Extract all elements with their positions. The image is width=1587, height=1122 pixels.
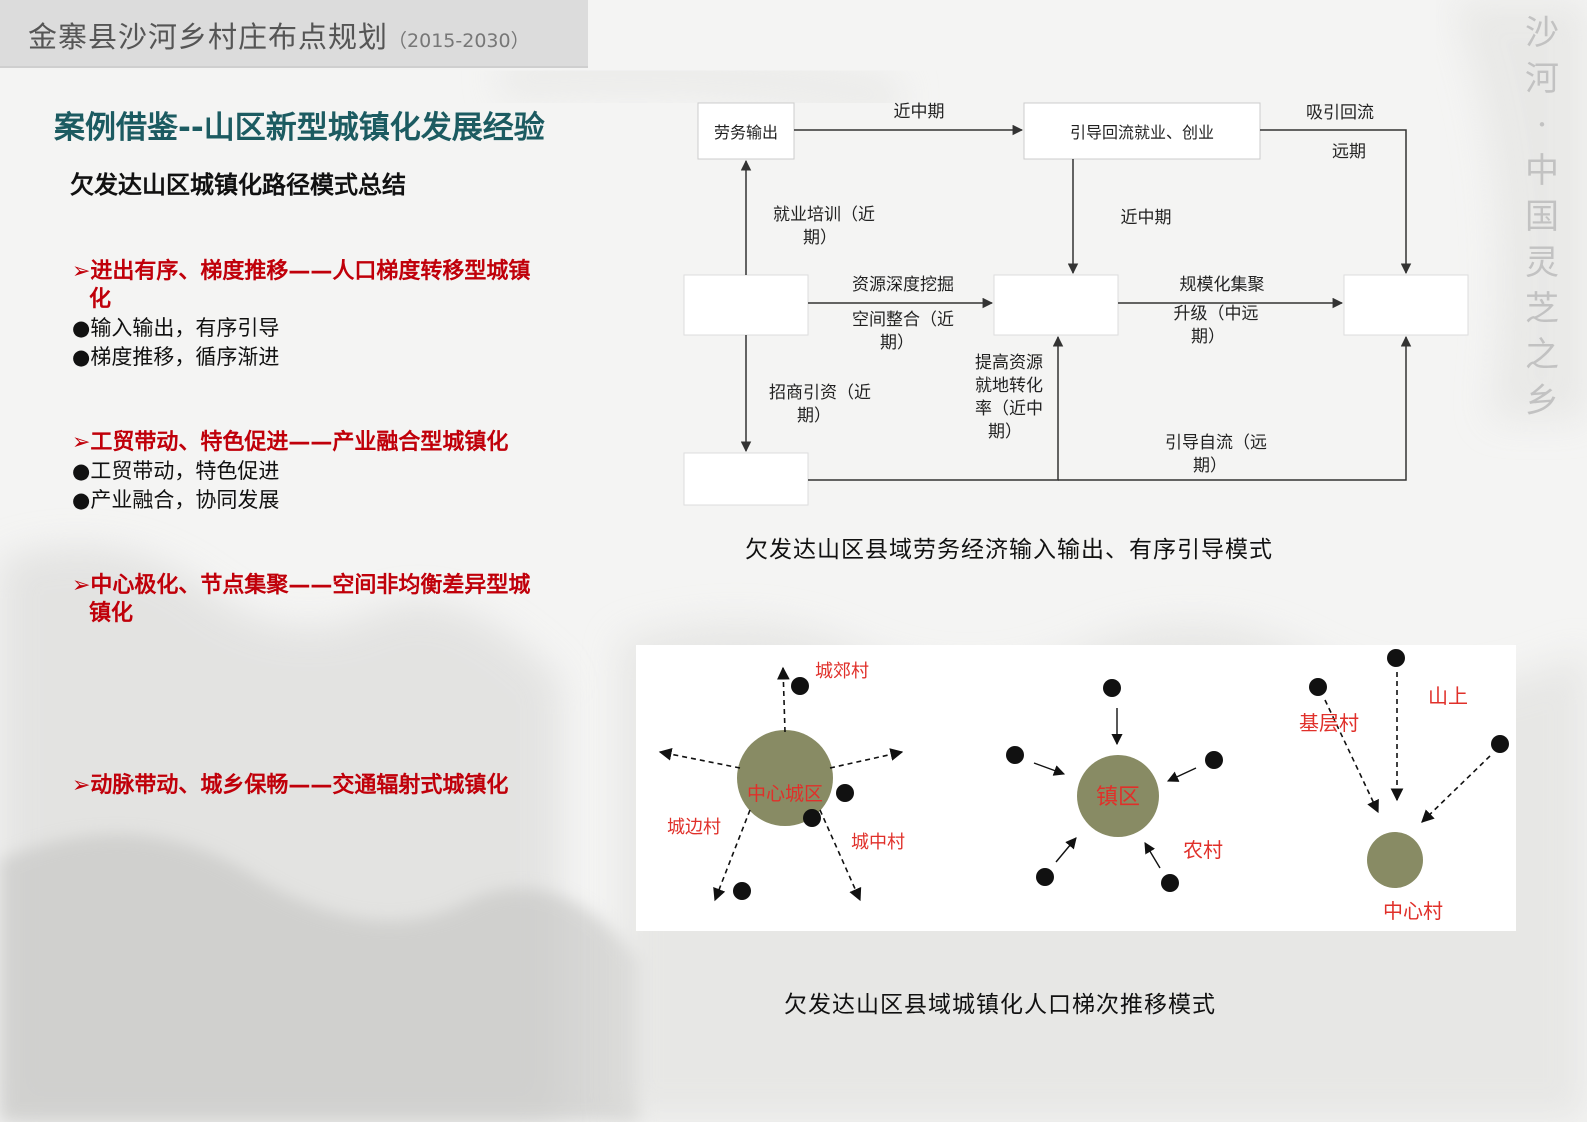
village-dot bbox=[1006, 746, 1024, 764]
flow-label: 近中期 bbox=[1121, 208, 1172, 228]
bullet: ●产业融合，协同发展 bbox=[72, 488, 280, 512]
vertical-char: 乡 bbox=[1525, 381, 1559, 421]
page-header-title: 金寨县沙河乡村庄布点规划（2015-2030） bbox=[28, 20, 530, 54]
radial-arrow bbox=[658, 747, 741, 769]
converge-arrow bbox=[1166, 767, 1197, 782]
radial-arrow bbox=[713, 809, 751, 902]
header-years: （2015-2030） bbox=[388, 30, 530, 52]
village-dot bbox=[733, 882, 751, 900]
flow-label: 率（近中 bbox=[975, 399, 1043, 419]
flow-label: 提高资源 bbox=[975, 353, 1043, 373]
flow-caption: 欠发达山区县域劳务经济输入输出、有序引导模式 bbox=[745, 537, 1273, 563]
flow-box-right bbox=[1343, 274, 1469, 336]
vertical-char: 河 bbox=[1525, 59, 1559, 99]
radial-label: 城边村 bbox=[667, 817, 721, 838]
flow-label: 期） bbox=[988, 422, 1022, 442]
flow-label: 就业培训（近 bbox=[773, 205, 875, 225]
flow-arrow-guide bbox=[1058, 335, 1412, 481]
flow-label: 升级（中远 bbox=[1174, 304, 1259, 324]
section-industry: ➢工贸带动、特色促进——产业融合型城镇化 ●工贸带动，特色促进 ●产业融合，协同… bbox=[72, 429, 552, 515]
flow-box-center bbox=[993, 274, 1119, 336]
village-dot bbox=[1036, 868, 1054, 886]
flow-label: 期） bbox=[803, 228, 837, 248]
village-dot bbox=[791, 677, 809, 695]
sub-title: 欠发达山区城镇化路径模式总结 bbox=[70, 171, 406, 199]
flow-label: 引导自流（远 bbox=[1165, 433, 1267, 453]
converge-arrow bbox=[1033, 762, 1066, 776]
vertical-char: · bbox=[1536, 105, 1548, 145]
section-transport: ➢动脉带动、城乡保畅——交通辐射式城镇化 bbox=[72, 772, 552, 800]
flow-box-left-mid bbox=[683, 274, 809, 336]
radial-label: 山上 bbox=[1428, 684, 1468, 708]
flow-box-return bbox=[1023, 102, 1261, 160]
converge-arrow bbox=[1055, 837, 1077, 863]
village-dot bbox=[1205, 751, 1223, 769]
vertical-char: 之 bbox=[1525, 335, 1559, 375]
section-heading: ➢工贸带动、特色促进——产业融合型城镇化 bbox=[72, 430, 509, 455]
village-dot bbox=[1103, 679, 1121, 697]
flow-label: 期） bbox=[880, 333, 914, 353]
radial-label: 中心村 bbox=[1383, 899, 1443, 923]
flow-label: 规模化集聚 bbox=[1180, 275, 1265, 295]
flow-label: 吸引回流 bbox=[1306, 103, 1374, 123]
village-dot bbox=[1387, 649, 1405, 667]
section-heading: ➢中心极化、节点集聚——空间非均衡差异型城镇化 bbox=[72, 573, 531, 626]
radial-label: 城郊村 bbox=[815, 661, 869, 682]
section-population: ➢进出有序、梯度推移——人口梯度转移型城镇化 ●输入输出，有序引导 ●梯度推移，… bbox=[72, 258, 552, 372]
flow-box-return-label: 引导回流就业、创业 bbox=[1070, 123, 1214, 142]
vertical-char: 中 bbox=[1525, 151, 1559, 191]
section-spatial: ➢中心极化、节点集聚——空间非均衡差异型城镇化 bbox=[72, 572, 552, 628]
village-dot bbox=[1309, 678, 1327, 696]
converge-arrow bbox=[1324, 699, 1379, 814]
flow-label: 空间整合（近 bbox=[852, 310, 954, 330]
vertical-char: 灵 bbox=[1525, 243, 1559, 283]
vertical-char: 芝 bbox=[1525, 289, 1559, 329]
center-city-circle bbox=[737, 730, 833, 826]
vertical-char: 沙 bbox=[1525, 13, 1559, 53]
flow-label: 就地转化 bbox=[975, 376, 1043, 396]
flow-box-bottom-left bbox=[683, 452, 809, 506]
section-heading: ➢动脉带动、城乡保畅——交通辐射式城镇化 bbox=[72, 773, 509, 798]
converge-arrow bbox=[1421, 755, 1491, 823]
converge-arrow bbox=[1144, 842, 1161, 869]
header-bar: 金寨县沙河乡村庄布点规划（2015-2030） bbox=[0, 0, 588, 68]
bullet: ●梯度推移，循序渐进 bbox=[72, 345, 280, 369]
bullet: ●工贸带动，特色促进 bbox=[72, 459, 280, 483]
flow-label: 资源深度挖掘 bbox=[852, 275, 954, 295]
radial-arrow bbox=[829, 748, 904, 769]
flow-box-labor-label: 劳务输出 bbox=[714, 123, 778, 142]
radial-arrow bbox=[819, 809, 862, 902]
main-title: 案例借鉴--山区新型城镇化发展经验 bbox=[54, 110, 545, 146]
village-dot bbox=[1161, 874, 1179, 892]
radial-caption: 欠发达山区县域城镇化人口梯次推移模式 bbox=[784, 992, 1216, 1018]
flow-label: 期） bbox=[1193, 456, 1227, 476]
village-dot bbox=[836, 784, 854, 802]
radial-label: 中心城区 bbox=[747, 783, 823, 805]
flow-label: 近中期 bbox=[894, 102, 945, 122]
section-heading: ➢进出有序、梯度推移——人口梯度转移型城镇化 bbox=[72, 259, 531, 312]
radial-label: 镇区 bbox=[1096, 785, 1140, 810]
flow-arrow-attract-return bbox=[1260, 129, 1412, 275]
radial-label: 基层村 bbox=[1299, 711, 1359, 735]
flow-label: 期） bbox=[797, 406, 831, 426]
town-circle bbox=[1077, 755, 1159, 837]
radial-label: 城中村 bbox=[851, 832, 905, 853]
vertical-char: 国 bbox=[1525, 197, 1559, 237]
flow-label: 招商引资（近 bbox=[769, 383, 871, 403]
village-dot bbox=[803, 809, 821, 827]
flow-label: 远期 bbox=[1332, 142, 1366, 162]
flow-box-labor-output bbox=[697, 102, 795, 160]
flow-label: 期） bbox=[1191, 327, 1225, 347]
village-dot bbox=[1491, 735, 1509, 753]
center-village-circle bbox=[1367, 832, 1423, 888]
bullet: ●输入输出，有序引导 bbox=[72, 316, 280, 340]
vertical-calligraphy: 沙 河 · 中 国 灵 芝 之 乡 bbox=[1522, 10, 1562, 424]
radial-arrow bbox=[776, 666, 790, 733]
radial-label: 农村 bbox=[1183, 838, 1223, 862]
